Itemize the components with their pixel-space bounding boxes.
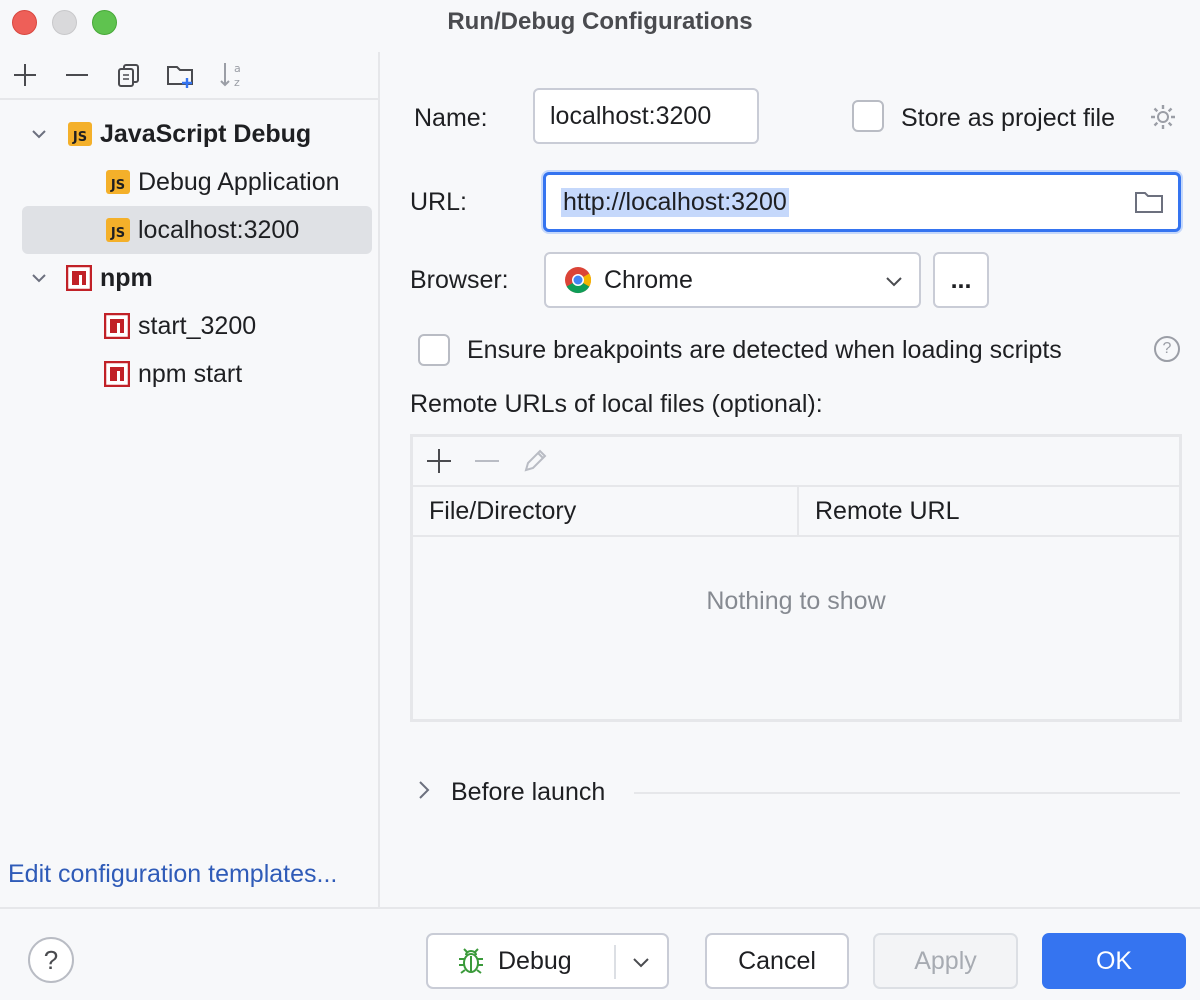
table-header: File/Directory Remote URL bbox=[413, 487, 1179, 537]
help-icon[interactable]: ? bbox=[1154, 336, 1180, 362]
window-controls bbox=[12, 10, 117, 35]
name-field-value: localhost:3200 bbox=[550, 101, 712, 130]
ok-button[interactable]: OK bbox=[1042, 933, 1186, 989]
remove-icon[interactable] bbox=[473, 447, 501, 475]
js-icon: JS bbox=[68, 122, 92, 146]
configuration-form: Name: localhost:3200 Store as project fi… bbox=[382, 52, 1200, 907]
apply-button[interactable]: Apply bbox=[873, 933, 1018, 989]
chevron-down-icon bbox=[886, 277, 902, 287]
new-folder-icon[interactable] bbox=[166, 60, 196, 90]
edit-icon[interactable] bbox=[521, 447, 549, 475]
tree-item-label: Debug Application bbox=[138, 167, 340, 196]
gear-icon[interactable] bbox=[1148, 102, 1178, 132]
browser-more-button[interactable]: ... bbox=[933, 252, 989, 308]
window-title: Run/Debug Configurations bbox=[447, 8, 753, 35]
remote-urls-label: Remote URLs of local files (optional): bbox=[410, 390, 823, 418]
edit-configuration-templates-link[interactable]: Edit configuration templates... bbox=[8, 860, 338, 888]
js-icon: JS bbox=[106, 170, 130, 194]
ensure-breakpoints-label: Ensure breakpoints are detected when loa… bbox=[467, 336, 1062, 364]
remote-urls-table: File/Directory Remote URL Nothing to sho… bbox=[410, 434, 1182, 722]
help-button[interactable]: ? bbox=[28, 937, 74, 983]
title-bar: Run/Debug Configurations bbox=[0, 0, 1200, 44]
browser-select-value: Chrome bbox=[604, 265, 693, 294]
close-window-button[interactable] bbox=[12, 10, 37, 35]
tree-item-localhost-3200[interactable]: JS localhost:3200 bbox=[22, 206, 372, 254]
copy-icon[interactable] bbox=[114, 60, 144, 90]
url-field-value: http://localhost:3200 bbox=[561, 187, 789, 217]
column-header-file-directory[interactable]: File/Directory bbox=[413, 487, 799, 535]
column-header-remote-url[interactable]: Remote URL bbox=[815, 496, 960, 525]
tree-group-label: JavaScript Debug bbox=[100, 119, 312, 148]
folder-icon[interactable] bbox=[1134, 189, 1164, 215]
configurations-tree: JS JavaScript Debug JS Debug Application… bbox=[0, 100, 378, 398]
minimize-window-button[interactable] bbox=[52, 10, 77, 35]
npm-icon bbox=[104, 361, 130, 387]
maximize-window-button[interactable] bbox=[92, 10, 117, 35]
debug-split-divider bbox=[614, 945, 616, 979]
url-field[interactable]: http://localhost:3200 bbox=[543, 172, 1181, 232]
svg-text:a: a bbox=[234, 62, 241, 75]
chrome-icon bbox=[565, 267, 592, 294]
remove-icon[interactable] bbox=[62, 60, 92, 90]
chevron-down-icon[interactable] bbox=[30, 269, 48, 287]
chevron-right-icon[interactable] bbox=[416, 778, 432, 802]
name-label: Name: bbox=[414, 104, 488, 132]
add-icon[interactable] bbox=[10, 60, 40, 90]
debug-button-label: Debug bbox=[498, 946, 572, 975]
tree-group-javascript-debug[interactable]: JS JavaScript Debug bbox=[0, 110, 378, 158]
dialog-footer: ? Debug Cancel Apply OK bbox=[0, 907, 1200, 1000]
browser-select[interactable]: Chrome bbox=[544, 252, 921, 308]
browser-more-label: ... bbox=[950, 265, 972, 294]
tree-group-label: npm bbox=[100, 263, 153, 292]
browser-label: Browser: bbox=[410, 266, 509, 294]
before-launch-label[interactable]: Before launch bbox=[451, 778, 606, 806]
tree-item-label: start_3200 bbox=[138, 311, 257, 340]
tree-item-npm-start[interactable]: npm start bbox=[0, 350, 378, 398]
npm-icon bbox=[104, 313, 130, 339]
store-as-project-file-label: Store as project file bbox=[901, 104, 1115, 132]
npm-icon bbox=[66, 265, 92, 291]
chevron-down-icon[interactable] bbox=[632, 955, 650, 969]
ensure-breakpoints-checkbox[interactable] bbox=[418, 334, 450, 366]
svg-text:z: z bbox=[234, 76, 240, 89]
tree-item-debug-application[interactable]: JS Debug Application bbox=[0, 158, 378, 206]
before-launch-separator bbox=[634, 792, 1180, 794]
chevron-down-icon[interactable] bbox=[30, 125, 48, 143]
bug-icon bbox=[459, 948, 483, 974]
tree-item-label: localhost:3200 bbox=[138, 215, 300, 244]
name-field[interactable]: localhost:3200 bbox=[533, 88, 759, 144]
debug-button[interactable]: Debug bbox=[426, 933, 669, 989]
table-empty-text: Nothing to show bbox=[706, 587, 886, 615]
tree-group-npm[interactable]: npm bbox=[0, 254, 378, 302]
tree-item-start-3200[interactable]: start_3200 bbox=[0, 302, 378, 350]
js-icon: JS bbox=[106, 218, 130, 242]
store-as-project-file-checkbox[interactable] bbox=[852, 100, 884, 132]
table-toolbar bbox=[413, 437, 1179, 487]
tree-item-label: npm start bbox=[138, 359, 243, 388]
url-label: URL: bbox=[410, 188, 467, 216]
add-icon[interactable] bbox=[425, 447, 453, 475]
cancel-button[interactable]: Cancel bbox=[705, 933, 849, 989]
